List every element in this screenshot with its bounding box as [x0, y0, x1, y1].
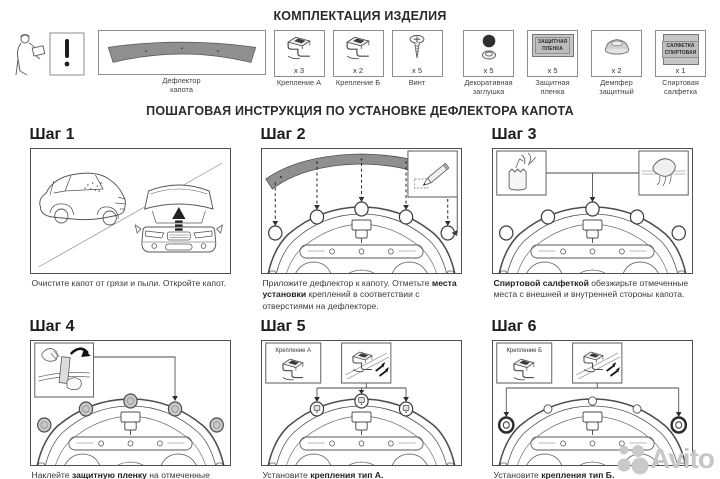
step-3: Шаг 3	[482, 122, 701, 312]
kit-item-label: Декоративная заглушка	[464, 78, 513, 96]
steps-grid: Шаг 1	[0, 122, 720, 479]
kit-item-qty: x 1	[675, 65, 686, 75]
step-1-figure	[29, 148, 231, 274]
pencil-icon	[421, 162, 449, 187]
kit-item-qty: x 2	[611, 65, 622, 75]
hood-deflector-icon	[107, 41, 256, 63]
kit-item-qty: x 3	[293, 65, 304, 75]
kit-item-screw: x 5 Винт	[391, 30, 443, 88]
hood-illustration	[267, 201, 455, 273]
kit-item-deflector: Дефлектор капота	[97, 30, 266, 95]
step-caption: Установите крепления тип Б.	[493, 470, 615, 479]
pencil-inset	[406, 150, 458, 198]
marking-arrows	[274, 163, 448, 221]
clip-install-inset	[571, 342, 622, 384]
hood-illustration	[498, 201, 686, 273]
kit-item-wipe: САЛФЕТКА СПИРТОВАЯ x 1 Спиртовая салфетк…	[653, 30, 709, 97]
kit-item-label: Спиртовая салфетка	[662, 78, 699, 96]
step-3-figure	[491, 148, 693, 274]
step-title: Шаг 1	[29, 126, 75, 143]
kit-item-qty: x 2	[352, 65, 363, 75]
step-4-figure	[29, 340, 231, 467]
hood-illustration	[267, 393, 455, 466]
step-title: Шаг 2	[260, 126, 306, 143]
clip-b-icon	[346, 36, 370, 60]
step-caption: Установите крепления тип А.	[262, 470, 384, 479]
clip-icon	[351, 351, 373, 373]
kit-item-label: Дефлектор капота	[162, 76, 201, 94]
decorative-plug-icon	[481, 34, 496, 60]
kit-item-label: Крепление Б	[335, 78, 381, 87]
steps-title: ПОШАГОВАЯ ИНСТРУКЦИЯ ПО УСТАНОВКЕ ДЕФЛЕК…	[146, 104, 574, 118]
kit-item-label: Демпфер защитный	[599, 78, 634, 96]
avito-watermark: Avito	[614, 441, 715, 477]
clip-a-inset: Крепление А	[264, 342, 321, 384]
step-6-figure: Крепление Б	[491, 340, 693, 467]
step-caption: Спиртовой салфеткой обезжирьте отмеченны…	[493, 278, 689, 300]
inset-label: Крепление Б	[506, 347, 542, 354]
wiping-cloth-inset	[637, 150, 689, 196]
clip-b-inset: Крепление Б	[495, 342, 552, 384]
step-title: Шаг 3	[491, 126, 537, 143]
step-title: Шаг 4	[29, 318, 75, 336]
step-6: Шаг 6 Крепление Б	[482, 314, 701, 479]
step-caption: Очистите капот от грязи и пыли. Откройте…	[31, 278, 227, 288]
read-manual-warning-icon	[15, 32, 84, 76]
film-apply-inset	[33, 342, 94, 398]
clip-icon	[582, 351, 604, 373]
kit-item-label: Защитная пленка	[535, 78, 570, 96]
clip-b-icon	[512, 358, 535, 381]
kit-title: КОМПЛЕКТАЦИЯ ИЗДЕЛИЯ	[273, 9, 447, 23]
avito-logo-icon	[617, 445, 649, 475]
screw-icon	[409, 34, 425, 59]
car-three-quarter-view-icon	[38, 172, 126, 226]
inset-label: Крепление А	[275, 347, 312, 354]
step-2: Шаг 2	[251, 122, 470, 312]
kit-item-qty: x 5	[411, 65, 422, 75]
step-title: Шаг 5	[260, 318, 306, 336]
kit-row: Дефлектор капота x 3 Крепление А x 2 Кре…	[0, 30, 720, 100]
kit-item-label: Винт	[408, 78, 426, 87]
hood-illustration	[497, 396, 687, 466]
step-2-figure	[260, 148, 462, 274]
step-5-figure: Крепление А	[260, 340, 462, 467]
step-title: Шаг 6	[491, 318, 537, 336]
kit-item-plug: x 5 Декоративная заглушка	[461, 30, 517, 97]
wipe-packet-inset	[495, 150, 547, 196]
hood-illustration	[36, 393, 224, 466]
clip-a-icon	[281, 358, 304, 381]
step-4: Шаг 4	[20, 314, 239, 479]
kit-item-damper: x 2 Демпфер защитный	[589, 30, 645, 97]
step-1: Шаг 1	[20, 122, 239, 312]
protective-film-icon: ЗАЩИТНАЯ ПЛЕНКА	[531, 34, 574, 57]
kit-item-warning	[12, 30, 88, 78]
kit-item-qty: x 5	[483, 65, 494, 75]
watermark-text: Avito	[650, 443, 715, 474]
alcohol-wipe-icon: САЛФЕТКА СПИРТОВАЯ	[661, 34, 700, 65]
kit-item-clip-a: x 3 Крепление А	[273, 30, 325, 88]
step-caption: Наклейте защитную пленку на отмеченные м…	[31, 470, 210, 479]
kit-item-film: ЗАЩИТНАЯ ПЛЕНКА x 5 Защитная пленка	[525, 30, 581, 97]
clip-a-icon	[287, 36, 311, 60]
damper-icon	[604, 39, 629, 55]
kit-item-qty: x 5	[547, 65, 558, 75]
step-5: Шаг 5 Крепление А	[251, 314, 470, 479]
car-front-open-hood-icon	[134, 184, 223, 253]
clip-install-inset	[340, 342, 391, 384]
kit-item-label: Крепление А	[276, 78, 322, 87]
step-caption: Приложите дефлектор к капоту. Отметьте м…	[262, 278, 457, 311]
kit-item-clip-b: x 2 Крепление Б	[332, 30, 384, 88]
